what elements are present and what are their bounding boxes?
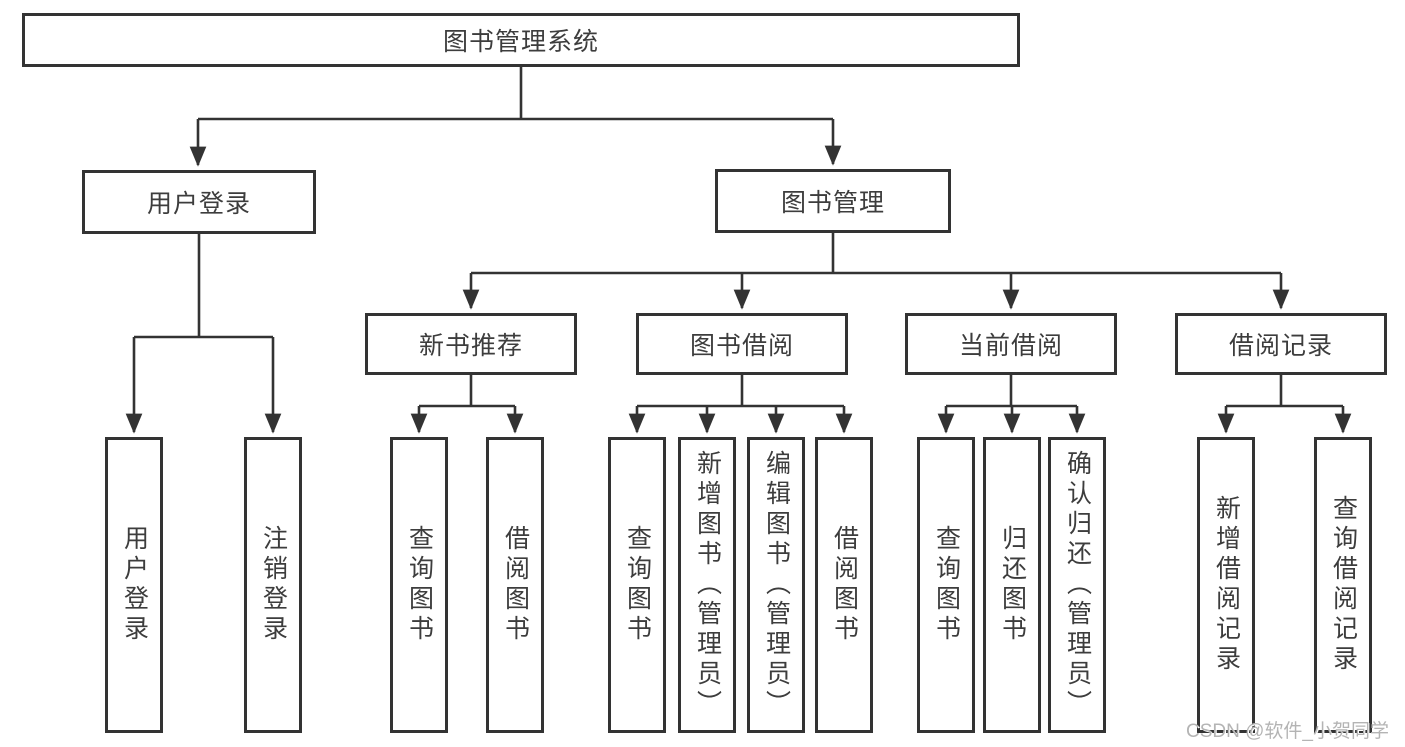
node-leaf-nbr-query-books-label: 查询图书 xyxy=(405,525,434,645)
node-new-book-recommend: 新书推荐 xyxy=(365,313,577,375)
node-leaf-cb-confirm-return: 确认归还（管理员） xyxy=(1048,437,1106,733)
node-leaf-bb-edit-books-label: 编辑图书（管理员） xyxy=(762,450,791,720)
node-user-login-label: 用户登录 xyxy=(146,190,251,218)
node-leaf-bb-add-books-label: 新增图书（管理员） xyxy=(693,450,722,720)
node-borrow-records-label: 借阅记录 xyxy=(1228,332,1333,360)
node-leaf-bb-query-books: 查询图书 xyxy=(608,437,666,733)
node-current-borrow-label: 当前借阅 xyxy=(958,332,1063,360)
node-user-login: 用户登录 xyxy=(82,170,316,234)
node-leaf-bb-query-books-label: 查询图书 xyxy=(623,525,652,645)
node-leaf-br-add-record-label: 新增借阅记录 xyxy=(1212,495,1241,675)
node-leaf-nbr-query-books: 查询图书 xyxy=(390,437,448,733)
node-leaf-bb-borrow-books-label: 借阅图书 xyxy=(830,525,859,645)
node-book-management: 图书管理 xyxy=(715,169,951,233)
node-leaf-nbr-borrow-books: 借阅图书 xyxy=(486,437,544,733)
node-leaf-nbr-borrow-books-label: 借阅图书 xyxy=(501,525,530,645)
node-new-book-recommend-label: 新书推荐 xyxy=(418,332,523,360)
node-leaf-logout: 注销登录 xyxy=(244,437,302,733)
node-leaf-cb-query-books-label: 查询图书 xyxy=(932,525,961,645)
node-leaf-cb-confirm-return-label: 确认归还（管理员） xyxy=(1063,450,1092,720)
node-leaf-cb-query-books: 查询图书 xyxy=(917,437,975,733)
node-leaf-bb-add-books: 新增图书（管理员） xyxy=(678,437,736,733)
node-leaf-br-query-record-label: 查询借阅记录 xyxy=(1329,495,1358,675)
node-leaf-cb-return-books: 归还图书 xyxy=(983,437,1041,733)
node-leaf-logout-label: 注销登录 xyxy=(259,525,288,645)
node-borrow-records: 借阅记录 xyxy=(1175,313,1387,375)
node-leaf-user-login-label: 用户登录 xyxy=(120,525,149,645)
node-leaf-bb-edit-books: 编辑图书（管理员） xyxy=(747,437,805,733)
node-book-borrow-label: 图书借阅 xyxy=(689,332,794,360)
csdn-watermark: CSDN @软件_小贺同学 xyxy=(1186,721,1389,742)
node-root: 图书管理系统 xyxy=(22,13,1020,67)
node-leaf-br-add-record: 新增借阅记录 xyxy=(1197,437,1255,733)
node-root-label: 图书管理系统 xyxy=(442,28,599,56)
node-leaf-cb-return-books-label: 归还图书 xyxy=(998,525,1027,645)
node-book-borrow: 图书借阅 xyxy=(636,313,848,375)
node-leaf-br-query-record: 查询借阅记录 xyxy=(1314,437,1372,733)
node-current-borrow: 当前借阅 xyxy=(905,313,1117,375)
node-leaf-bb-borrow-books: 借阅图书 xyxy=(815,437,873,733)
node-book-management-label: 图书管理 xyxy=(780,189,885,217)
node-leaf-user-login: 用户登录 xyxy=(105,437,163,733)
